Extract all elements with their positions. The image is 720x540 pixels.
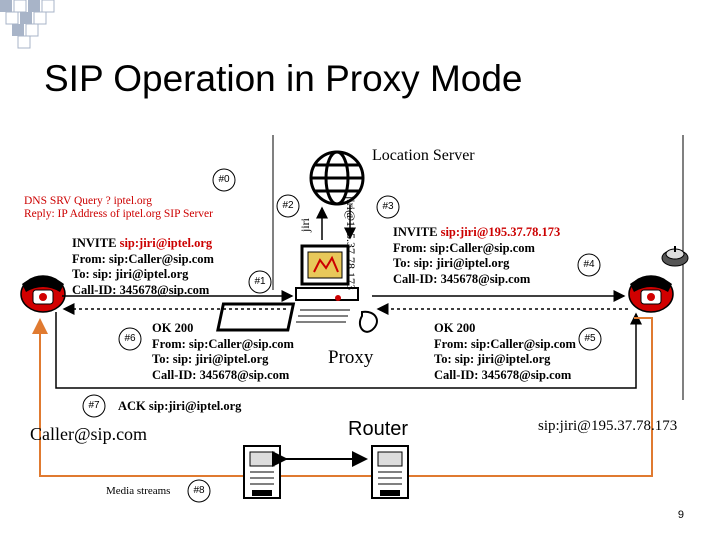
caller-label: Caller@sip.com xyxy=(30,424,148,444)
router-right-icon xyxy=(371,445,409,499)
step-label-3: #3 xyxy=(382,201,394,212)
step-label-8: #8 xyxy=(193,485,205,496)
invite1-from: From: sip:Caller@sip.com xyxy=(72,251,214,266)
device-icon xyxy=(661,246,689,267)
ack-arrow-7 xyxy=(55,312,642,389)
proxy-label: Proxy xyxy=(328,347,374,368)
invite1-method: INVITE xyxy=(72,236,117,250)
ok-right-to: To: sip: jiri@iptel.org xyxy=(434,352,551,366)
invite1-callid: Call-ID: 345678@sip.com xyxy=(72,282,210,297)
proxy-computer-icon xyxy=(216,244,378,333)
step-label-2: #2 xyxy=(282,200,294,211)
decorative-squares xyxy=(0,0,55,49)
reply-label-vertical: jiri@195.37.78.173 xyxy=(344,196,358,291)
step-label-1: #1 xyxy=(254,276,266,287)
invite2-to: To: sip: jiri@iptel.org xyxy=(393,256,510,270)
dns-query-text: DNS SRV Query ? iptel.org Reply: IP Addr… xyxy=(24,195,213,221)
globe-icon xyxy=(309,150,365,206)
step-label-5: #5 xyxy=(584,333,596,344)
ok-right-callid: Call-ID: 345678@sip.com xyxy=(434,367,572,382)
invite1-to: To: sip: jiri@iptel.org xyxy=(72,267,189,281)
router-label: Router xyxy=(348,418,409,440)
dns-line-2: Reply: IP Address of iptel.org SIP Serve… xyxy=(24,208,213,220)
invite2-uri: sip:jiri@195.37.78.173 xyxy=(440,225,561,239)
invite-message-1: INVITE sip:jiri@iptel.org From: sip:Call… xyxy=(72,236,214,298)
invite2-from: From: sip:Caller@sip.com xyxy=(393,240,535,255)
callee-label: sip:jiri@195.37.78.173 xyxy=(538,418,678,434)
dns-line-1: DNS SRV Query ? iptel.org xyxy=(24,195,153,207)
ack-message: ACK sip:jiri@iptel.org xyxy=(118,399,242,413)
invite1-uri: sip:jiri@iptel.org xyxy=(119,236,213,250)
ok-left-status: OK 200 xyxy=(152,321,194,335)
ok-message-left: OK 200 From: sip:Caller@sip.com To: sip:… xyxy=(152,321,294,383)
ok-message-right: OK 200 From: sip:Caller@sip.com To: sip:… xyxy=(434,321,576,383)
step-label-6: #6 xyxy=(124,333,136,344)
media-streams-label: Media streams xyxy=(106,485,171,497)
step-label-7: #7 xyxy=(88,400,100,411)
invite2-callid: Call-ID: 345678@sip.com xyxy=(393,271,531,286)
ok-left-from: From: sip:Caller@sip.com xyxy=(152,336,294,351)
query-label-vertical: jiri xyxy=(298,218,312,232)
location-server-label: Location Server xyxy=(372,147,475,164)
ok-right-from: From: sip:Caller@sip.com xyxy=(434,336,576,351)
page-number: 9 xyxy=(677,509,684,521)
media-stream-line xyxy=(32,317,653,477)
router-left-icon xyxy=(243,445,281,499)
step-label-0: #0 xyxy=(218,174,230,185)
ok-left-to: To: sip: jiri@iptel.org xyxy=(152,352,269,366)
invite-message-4: INVITE sip:jiri@195.37.78.173 From: sip:… xyxy=(393,225,560,287)
page-title: SIP Operation in Proxy Mode xyxy=(44,58,523,99)
step-label-4: #4 xyxy=(583,259,595,270)
ok-right-status: OK 200 xyxy=(434,321,476,335)
caller-phone-icon xyxy=(20,275,66,313)
callee-phone-icon xyxy=(628,275,674,313)
invite2-method: INVITE xyxy=(393,225,438,239)
ok-left-callid: Call-ID: 345678@sip.com xyxy=(152,367,290,382)
